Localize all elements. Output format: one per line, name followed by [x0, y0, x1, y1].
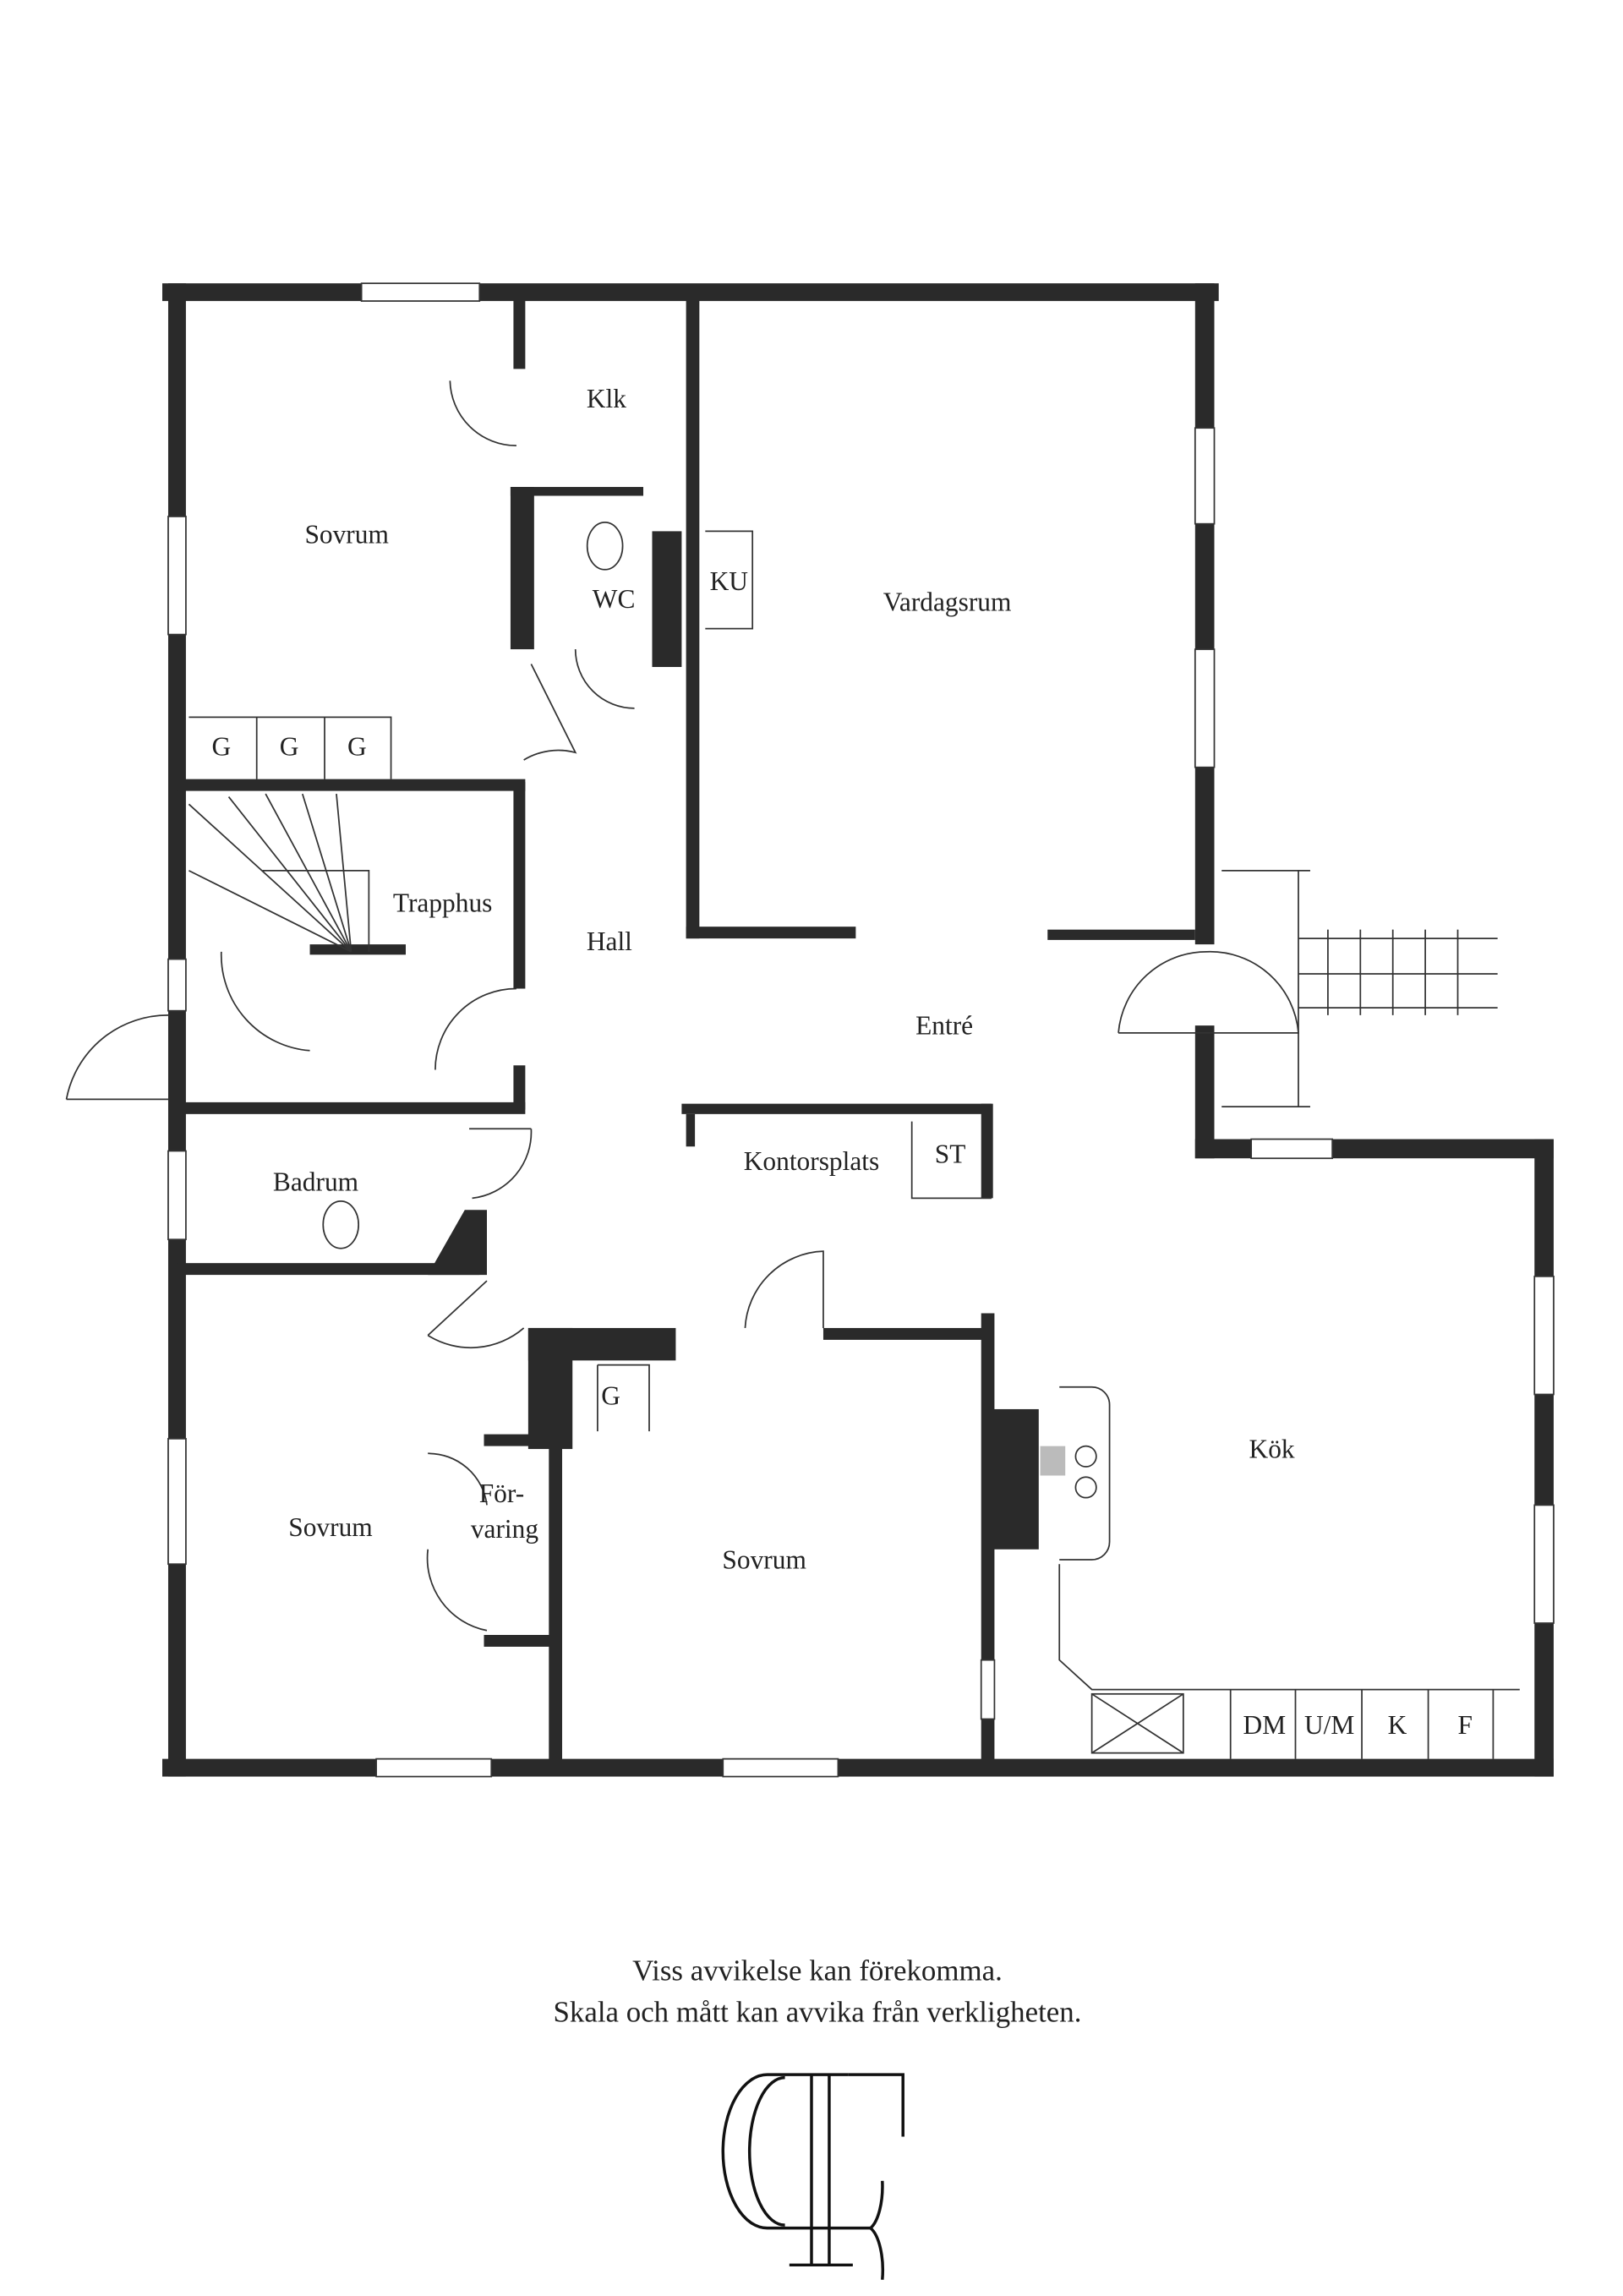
- room-label-badrum: Badrum: [273, 1167, 358, 1197]
- room-label-ku: KU: [710, 566, 749, 596]
- disclaimer-line-1: Viss avvikelse kan förekomma.: [632, 1954, 1003, 1987]
- room-label-kok: Kök: [1249, 1435, 1295, 1464]
- appliance-label-k: K: [1388, 1710, 1407, 1740]
- storage-label-st: ST: [935, 1139, 966, 1168]
- room-label-hall: Hall: [587, 927, 632, 956]
- room-label-vardagsrum: Vardagsrum: [883, 588, 1012, 617]
- room-label-wc: WC: [593, 584, 636, 614]
- wardrobe-label: G: [280, 732, 299, 762]
- room-label-forvaring: varing: [471, 1514, 539, 1544]
- wardrobe-label: G: [211, 732, 231, 762]
- room-label-forvaring: För-: [479, 1479, 524, 1508]
- room-label-sovrum: Sovrum: [304, 519, 388, 549]
- windows: [167, 282, 1555, 1778]
- walls: [162, 283, 1554, 1777]
- room-label-klk: Klk: [587, 384, 626, 413]
- room-labels: Klk Sovrum WC KU Vardagsrum G G G Trapph…: [211, 384, 1472, 1740]
- wardrobe-label: G: [347, 732, 367, 762]
- appliance-label-f: F: [1458, 1710, 1473, 1740]
- room-label-kontorsplats: Kontorsplats: [744, 1146, 880, 1176]
- disclaimer-line-2: Skala och mått kan avvika från verklighe…: [554, 1995, 1082, 2028]
- wardrobe-label: G: [601, 1381, 620, 1411]
- room-label-sovrum: Sovrum: [288, 1512, 372, 1542]
- appliance-label-dm: DM: [1243, 1710, 1287, 1740]
- doors-and-fixtures: [65, 380, 1520, 1759]
- room-label-trapphus: Trapphus: [393, 888, 493, 918]
- room-label-entre: Entré: [915, 1011, 973, 1041]
- room-label-sovrum: Sovrum: [722, 1544, 806, 1574]
- logo: [721, 2073, 904, 2280]
- appliance-label-um: U/M: [1304, 1710, 1354, 1740]
